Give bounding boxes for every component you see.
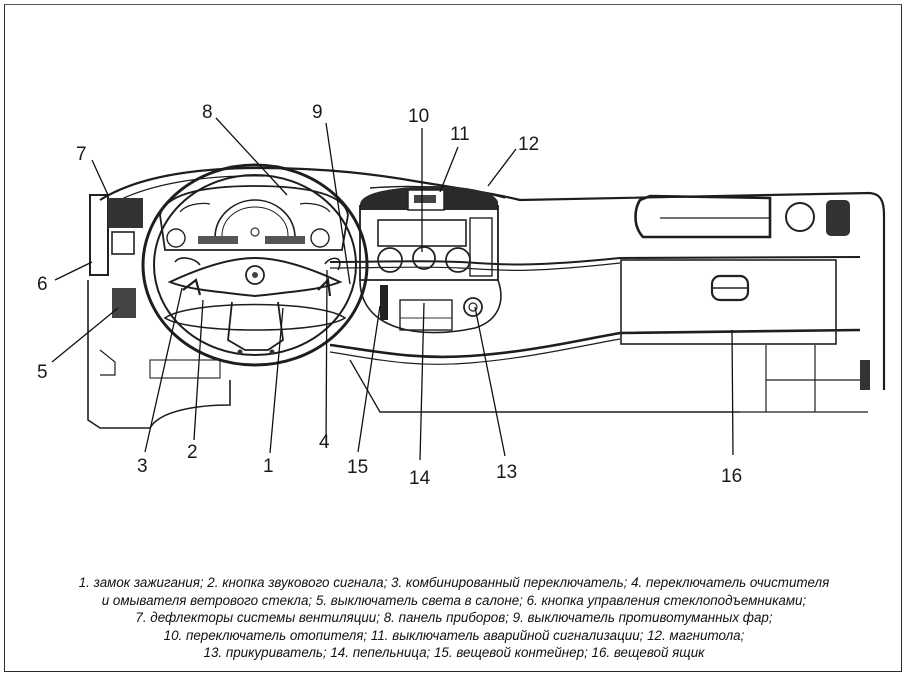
caption-line-3: 7. дефлекторы системы вентиляции; 8. пан… xyxy=(135,610,773,626)
callout-6: 6 xyxy=(37,274,48,295)
callout-16: 16 xyxy=(721,466,742,487)
callout-3: 3 xyxy=(137,456,148,477)
callout-1: 1 xyxy=(263,456,274,477)
steering-wheel xyxy=(141,163,369,367)
leader-6 xyxy=(54,261,93,281)
leader-1 xyxy=(269,307,284,454)
callout-8: 8 xyxy=(202,102,213,123)
callout-15: 15 xyxy=(347,457,368,478)
caption-line-5: 13. прикуриватель; 14. пепельница; 15. в… xyxy=(203,645,705,661)
dashboard-outline xyxy=(99,166,886,413)
instrument-cluster xyxy=(159,185,349,251)
leader-12 xyxy=(487,148,517,187)
leader-9 xyxy=(325,122,351,285)
callout-9: 9 xyxy=(312,102,323,123)
leader-lines xyxy=(51,117,734,461)
callout-14: 14 xyxy=(409,468,431,489)
leader-4 xyxy=(325,269,328,448)
caption-line-1: 1. замок зажигания; 2. кнопка звукового … xyxy=(78,575,830,590)
callout-labels: 1 2 3 4 5 6 7 8 9 10 11 12 13 14 15 16 xyxy=(37,102,742,489)
callout-10: 10 xyxy=(408,106,429,127)
leader-16 xyxy=(731,329,734,456)
left-vent-column xyxy=(87,194,231,429)
figure-frame xyxy=(4,4,902,672)
leader-3 xyxy=(144,287,183,453)
leader-7 xyxy=(91,159,109,196)
leader-2 xyxy=(193,299,204,441)
leader-15 xyxy=(357,305,381,453)
callout-2: 2 xyxy=(187,442,198,463)
figure-caption: 1. замок зажигания; 2. кнопка звукового … xyxy=(8,574,900,662)
callout-12: 12 xyxy=(518,134,539,155)
leader-11 xyxy=(439,146,459,193)
caption-line-4: 10. переключатель отопителя; 11. выключа… xyxy=(163,627,745,643)
callout-13: 13 xyxy=(496,462,517,483)
callout-11: 11 xyxy=(450,124,470,145)
dashboard-diagram: 1 2 3 4 5 6 7 8 9 10 11 12 13 14 15 16 xyxy=(37,102,886,489)
leader-8 xyxy=(215,117,288,196)
leader-5 xyxy=(51,307,119,363)
leader-14 xyxy=(419,302,425,461)
callout-4: 4 xyxy=(319,432,330,453)
callout-7: 7 xyxy=(76,144,87,165)
callout-5: 5 xyxy=(37,362,48,383)
leader-13 xyxy=(474,306,506,457)
passenger-side xyxy=(620,194,870,412)
center-console xyxy=(359,186,502,334)
caption-line-2: и омывателя ветрового стекла; 5. выключа… xyxy=(101,592,807,608)
